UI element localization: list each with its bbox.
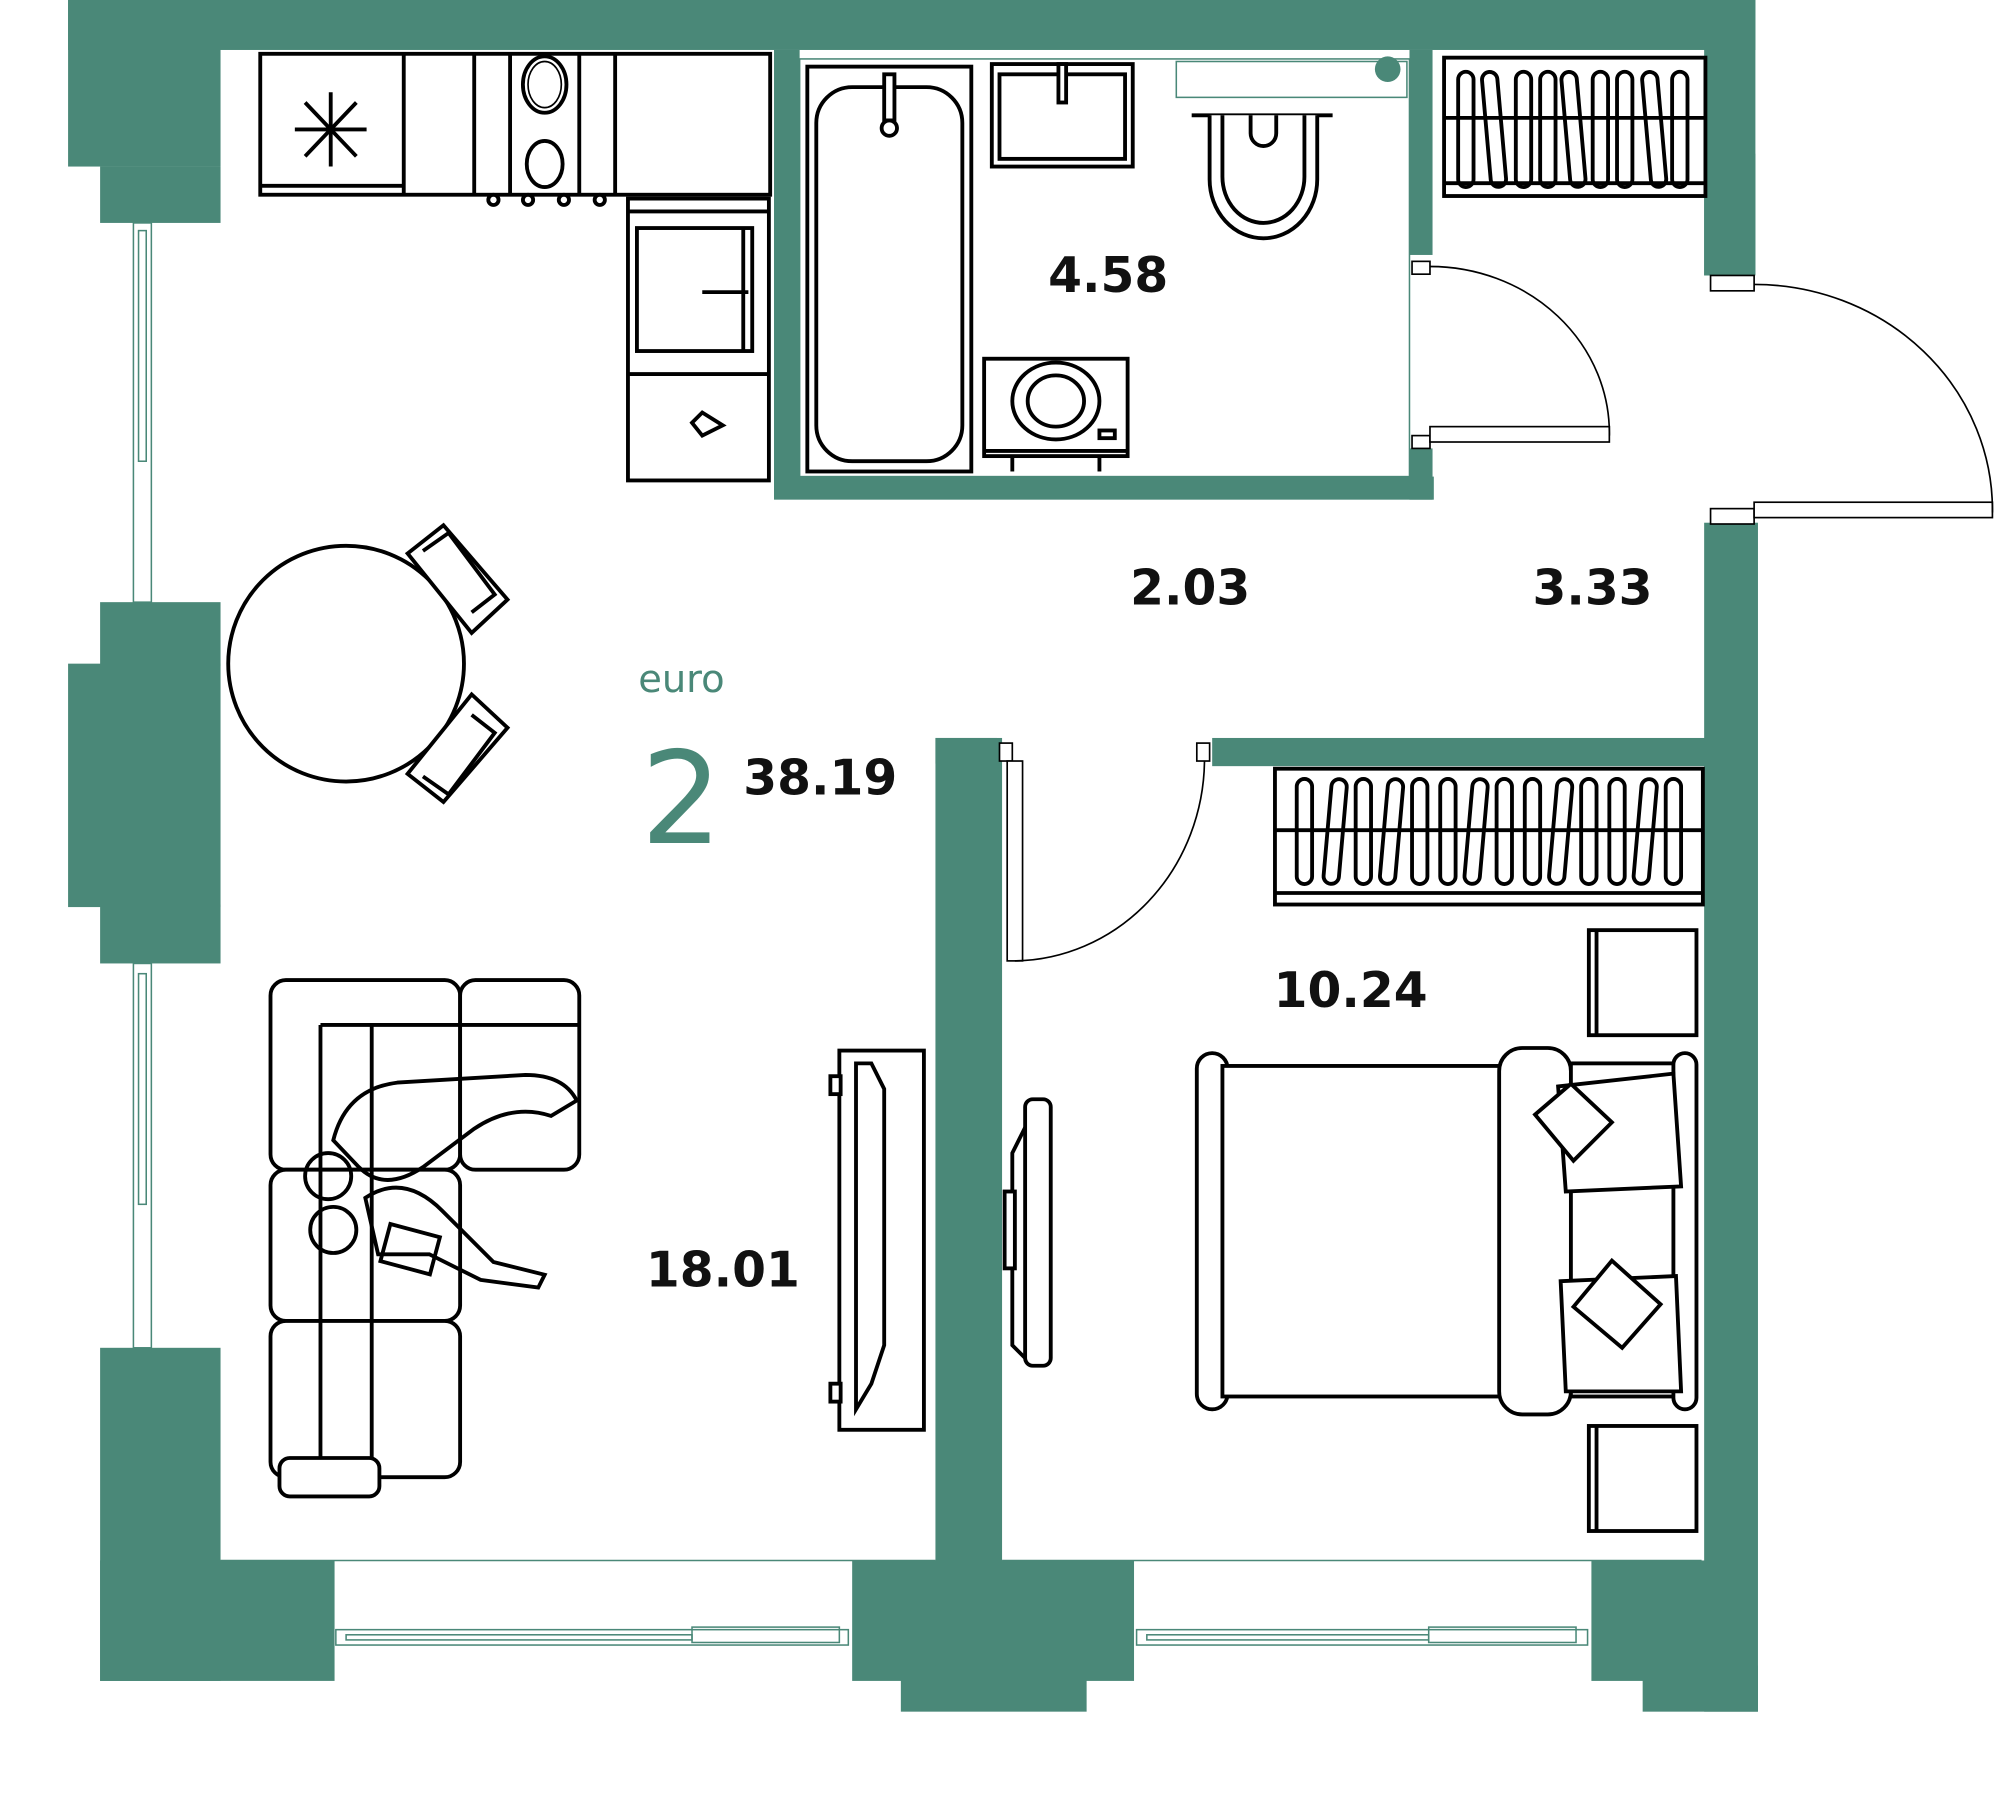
area-kitchen-living: 18.01 (646, 1242, 800, 1298)
wardrobe-bedroom (1273, 766, 1705, 907)
walls (68, 0, 1758, 1712)
bathroom-fixtures (798, 56, 1411, 478)
kitchen-counter (258, 51, 773, 483)
area-bedroom: 10.24 (1274, 963, 1428, 1019)
area-bathroom: 4.58 (1048, 248, 1168, 304)
rooms-count: 2 (641, 725, 723, 874)
nightstand-bottom (1586, 1424, 1699, 1533)
area-corridor: 2.03 (1130, 561, 1250, 617)
area-hallway: 3.33 (1532, 561, 1652, 617)
apartment-type-label: euro (638, 657, 724, 702)
windows (132, 222, 1702, 1646)
nightstand-top (1586, 928, 1699, 1038)
bed (1194, 1046, 1699, 1417)
people-on-sofa (303, 1072, 580, 1290)
doors[interactable] (998, 260, 1994, 962)
tv-unit-bedroom (1002, 1097, 1053, 1368)
wardrobe-hall (1442, 55, 1708, 198)
dining-table (226, 522, 511, 805)
total-area: 38.19 (743, 750, 897, 806)
tv-unit-living (828, 1048, 926, 1432)
snowflake-icon (294, 92, 367, 167)
sofa (268, 978, 582, 1499)
